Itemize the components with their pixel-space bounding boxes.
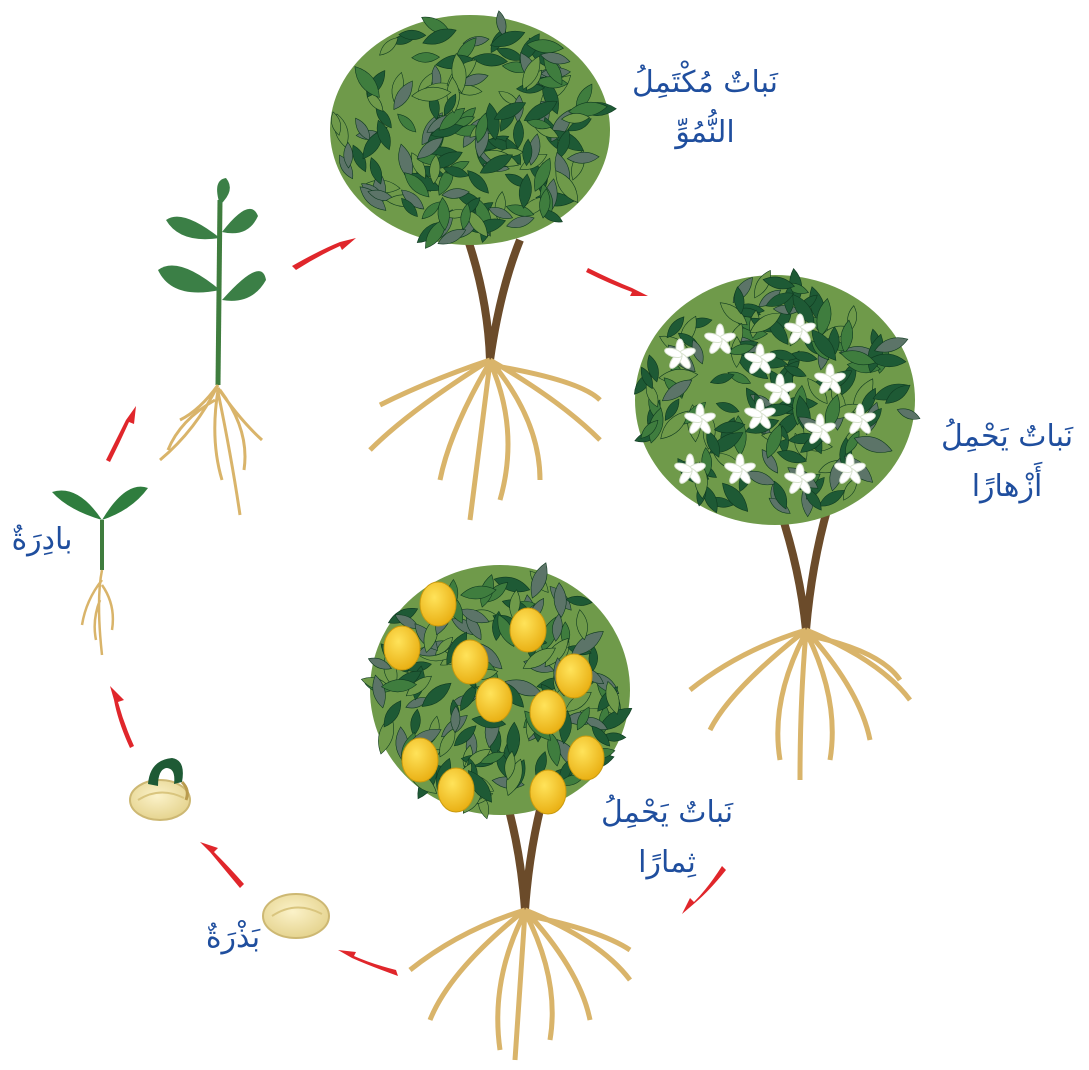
flowering-plant-illustration	[630, 268, 921, 780]
stage-label-fruiting-plant: نَباتٌ يَحْمِلُ ثِمارًا	[585, 788, 749, 888]
lemon-fruit	[510, 608, 546, 652]
cycle-arrow-icon	[292, 238, 356, 270]
cycle-arrow-icon	[106, 406, 136, 462]
lemon-fruit	[556, 654, 592, 698]
stage-label-seed: بَذْرَةٌ	[178, 913, 288, 963]
germinating-seed-illustration	[130, 758, 190, 820]
lemon-fruit	[384, 626, 420, 670]
label-line: ثِمارًا	[585, 838, 749, 888]
cycle-arrow-icon	[586, 268, 648, 296]
cycle-arrow-icon	[338, 950, 398, 976]
lemon-fruit	[402, 738, 438, 782]
lemon-fruit	[530, 690, 566, 734]
label-line: بادِرَةٌ	[0, 515, 84, 565]
label-line: نَباتٌ يَحْمِلُ	[585, 788, 749, 838]
label-line: نَباتٌ يَحْمِلُ	[925, 412, 1089, 462]
mature-plant-illustration	[329, 10, 616, 520]
label-line: بَذْرَةٌ	[178, 913, 288, 963]
lemon-fruit	[530, 770, 566, 814]
lemon-fruit	[568, 736, 604, 780]
lemon-fruit	[452, 640, 488, 684]
stage-label-mature-plant: نَباتٌ مُكْتَمِلُ النُّمُوِّ	[600, 58, 810, 158]
lemon-fruit	[476, 678, 512, 722]
young-plant-illustration	[158, 178, 266, 515]
cycle-arrow-icon	[110, 686, 134, 748]
lemon-fruit	[420, 582, 456, 626]
lemon-fruit	[438, 768, 474, 812]
label-line: نَباتٌ مُكْتَمِلُ	[600, 58, 810, 108]
stage-label-seedling: بادِرَةٌ	[0, 515, 84, 565]
cycle-arrow-icon	[200, 842, 244, 888]
label-line: النُّمُوِّ	[600, 108, 810, 158]
stage-label-flowering-plant: نَباتٌ يَحْمِلُ أَزْهارًا	[925, 412, 1089, 512]
label-line: أَزْهارًا	[925, 462, 1089, 512]
seedling-illustration	[52, 487, 148, 655]
